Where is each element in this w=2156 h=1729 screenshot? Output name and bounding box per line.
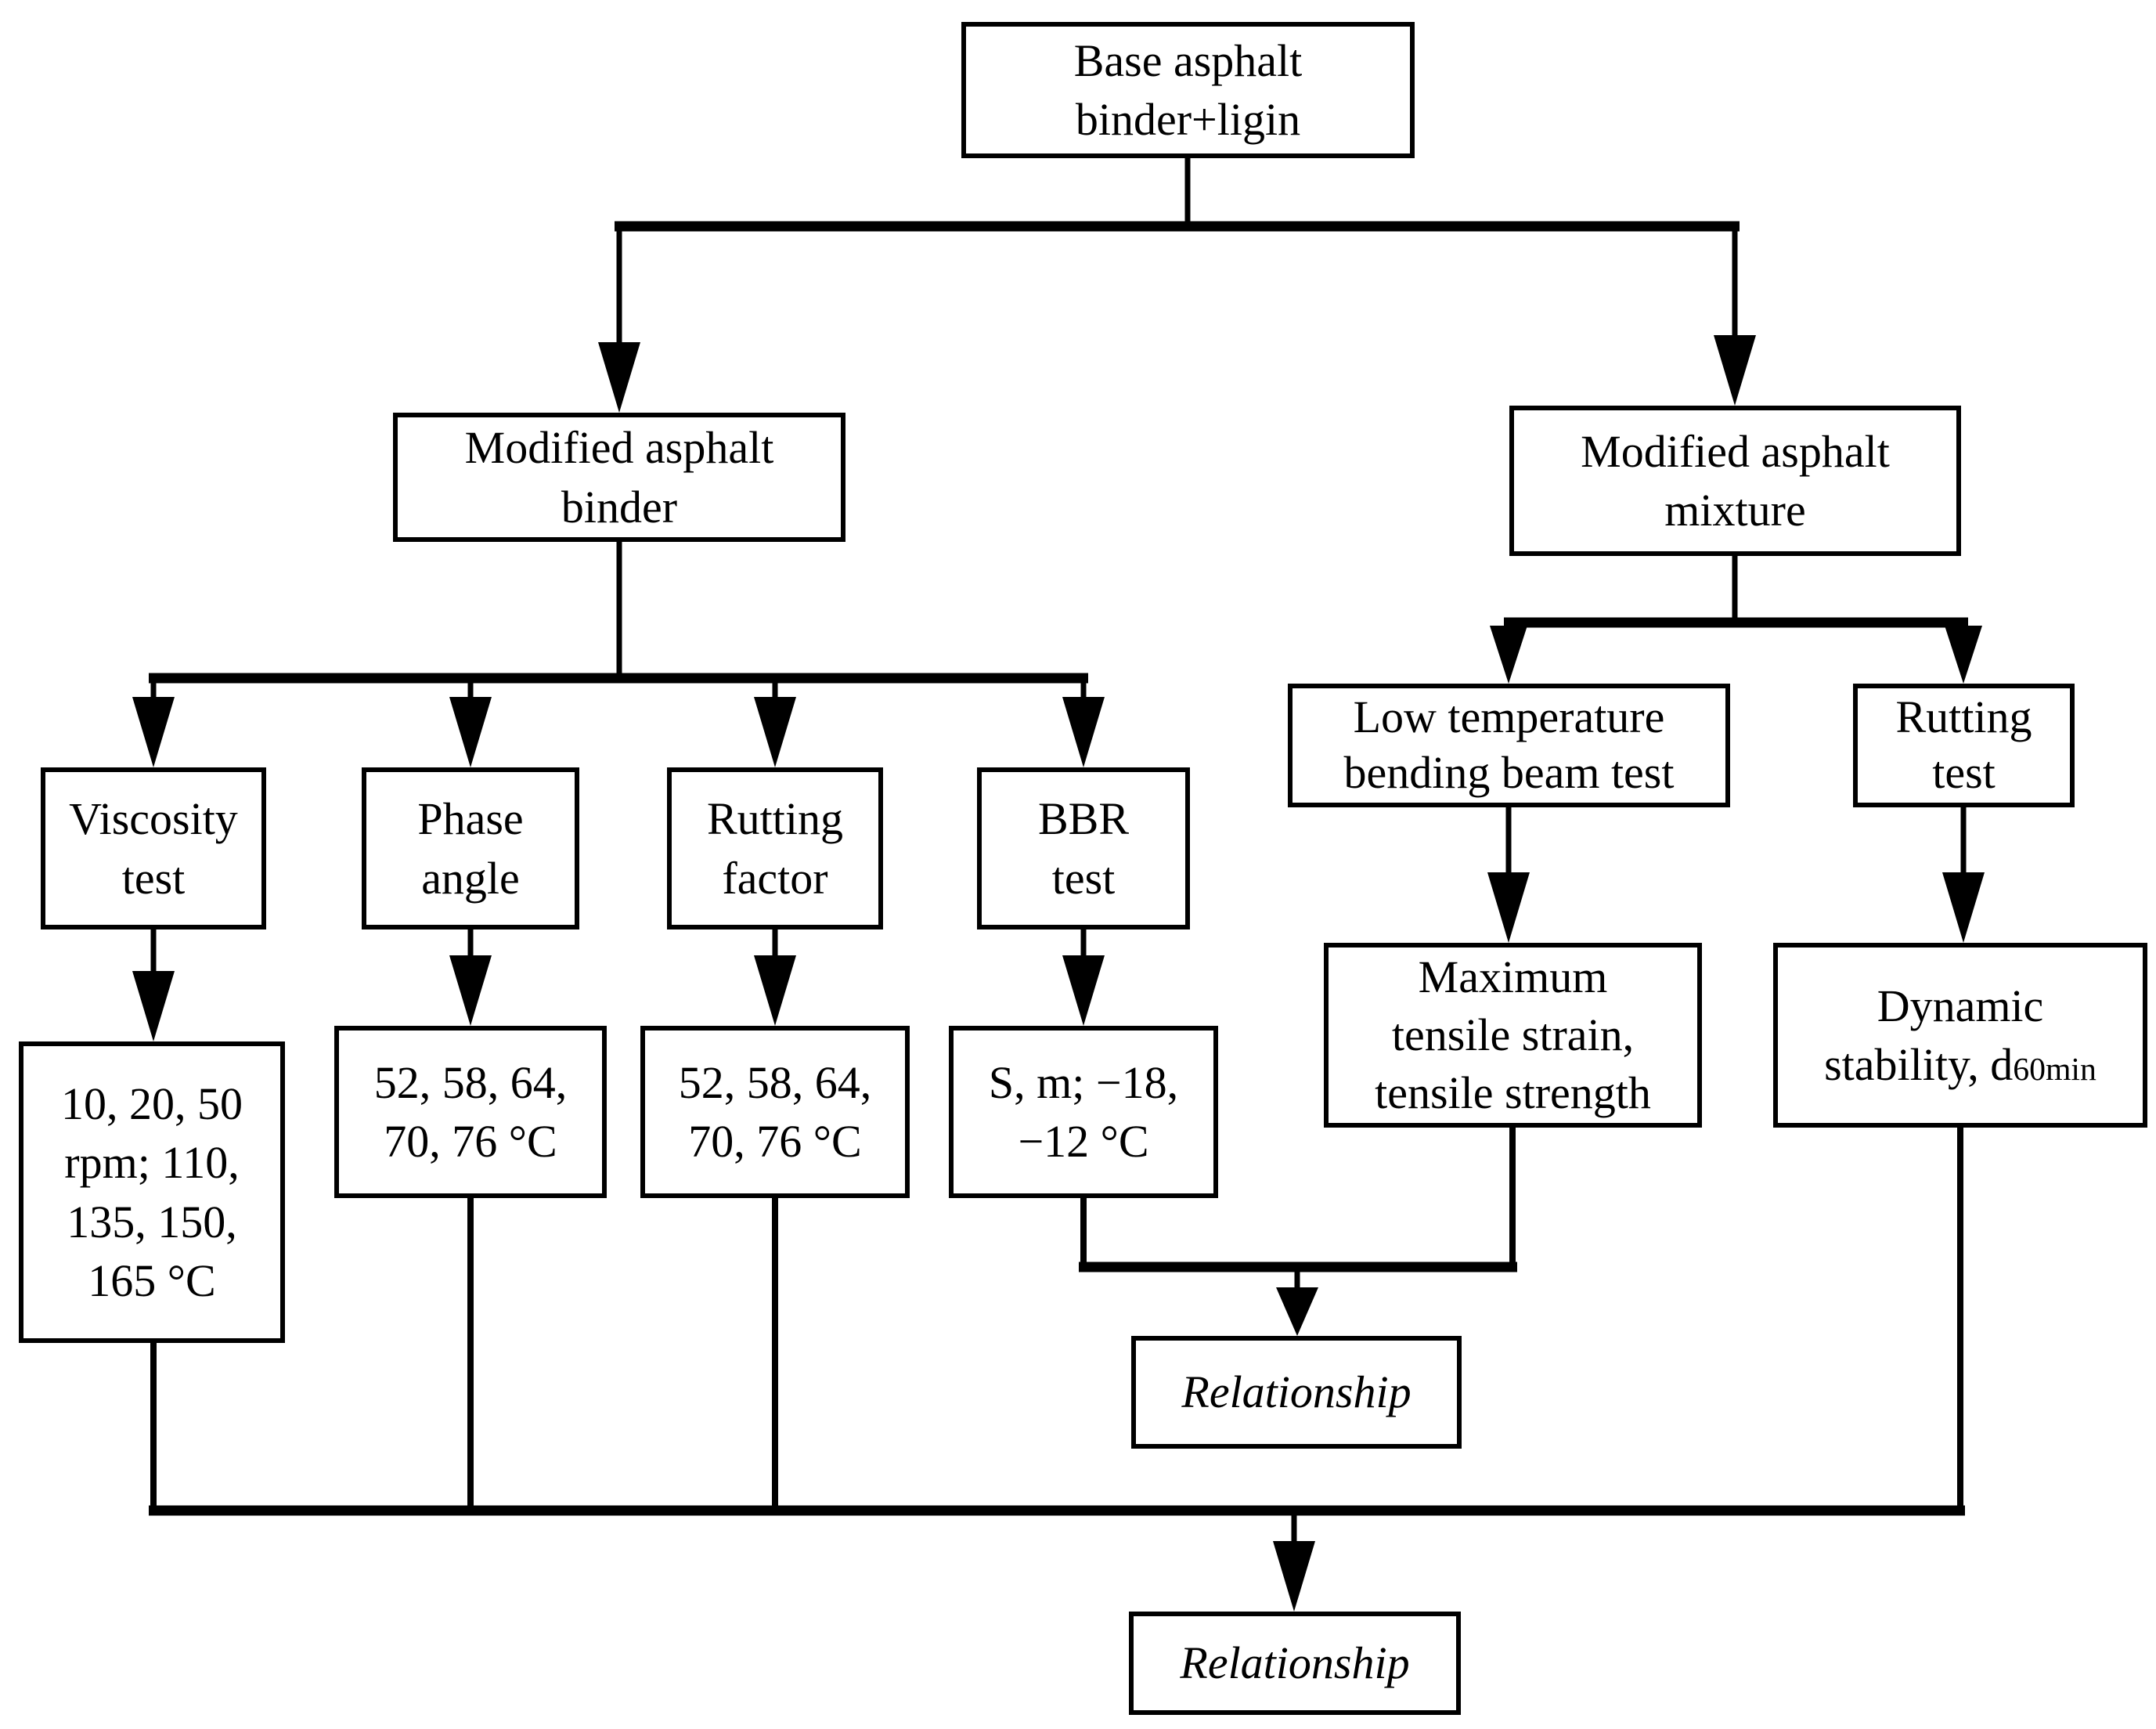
node-maximum-tensile-strain-strength: Maximum tensile strain, tensile strength [1324, 943, 1702, 1128]
node-label: S, m; −18, −12 °C [988, 1056, 1179, 1167]
node-label-subscript: 60min [2013, 1052, 2097, 1088]
arrow-to-modified-mixture [1714, 226, 1756, 406]
node-label: Low temperature bending beam test [1343, 691, 1675, 798]
connector-mixture-to-test-split [1504, 554, 1968, 628]
node-bbr-test-parameters: S, m; −18, −12 °C [949, 1026, 1218, 1198]
arrow-to-relationship-mid [1276, 1267, 1318, 1336]
node-label: 52, 58, 64, 70, 76 °C [678, 1056, 872, 1167]
connector-base-to-branch-split [615, 156, 1740, 232]
arrow-ltb-to-max-tensile [1487, 805, 1530, 943]
node-modified-asphalt-mixture: Modified asphalt mixture [1509, 406, 1961, 556]
node-label: Rutting factor [706, 793, 844, 904]
arrow-rutting-factor-to-params [754, 927, 796, 1026]
node-viscosity-test-parameters: 10, 20, 50 rpm; 110, 135, 150, 165 °C [19, 1041, 285, 1343]
arrow-to-bbr-test [1062, 678, 1105, 767]
node-phase-angle-parameters: 52, 58, 64, 70, 76 °C [334, 1026, 607, 1198]
node-label: Viscosity test [69, 793, 238, 904]
node-phase-angle: Phase angle [362, 767, 579, 929]
node-label-main: Dynamic stability, d [1824, 980, 2044, 1090]
arrow-to-rutting-factor [754, 678, 796, 767]
node-label: Modified asphalt binder [464, 422, 774, 532]
node-label: 10, 20, 50 rpm; 110, 135, 150, 165 °C [61, 1077, 243, 1306]
node-label: Dynamic stability, d60min [1824, 976, 2097, 1095]
arrow-to-rutting-test [1945, 623, 1982, 684]
arrow-to-phase-angle [449, 678, 492, 767]
node-label: 52, 58, 64, 70, 76 °C [373, 1056, 568, 1167]
node-label: BBR test [1037, 793, 1130, 904]
node-label: Rutting test [1895, 691, 2032, 798]
node-rutting-factor: Rutting factor [667, 767, 883, 929]
arrow-to-low-temp-bending [1490, 623, 1527, 684]
node-label: Base asphalt binder+ligin [1073, 34, 1303, 145]
node-label: Relationship [1180, 1637, 1410, 1689]
node-label: Modified asphalt mixture [1581, 425, 1890, 536]
node-low-temperature-bending-beam-test: Low temperature bending beam test [1288, 684, 1730, 807]
node-base-asphalt-binder: Base asphalt binder+ligin [961, 22, 1415, 158]
node-label: Maximum tensile strain, tensile strength [1375, 951, 1651, 1119]
node-relationship-mid: Relationship [1131, 1336, 1462, 1449]
node-label: Relationship [1181, 1366, 1411, 1418]
node-rutting-test: Rutting test [1853, 684, 2075, 807]
arrow-rutting-test-to-dynamic [1942, 805, 1985, 943]
node-viscosity-test: Viscosity test [41, 767, 266, 929]
arrow-to-viscosity-test [132, 678, 175, 767]
node-rutting-factor-parameters: 52, 58, 64, 70, 76 °C [640, 1026, 910, 1198]
connector-binder-to-test-split [149, 540, 1088, 684]
arrow-bbr-to-params [1062, 927, 1105, 1026]
arrow-phase-to-params [449, 927, 492, 1026]
connector-bottom-collector-line [149, 1125, 1965, 1516]
node-label: Phase angle [417, 793, 524, 904]
arrow-viscosity-to-params [132, 927, 175, 1041]
node-dynamic-stability: Dynamic stability, d60min [1773, 943, 2147, 1128]
arrow-to-modified-binder [598, 226, 640, 413]
node-relationship-bottom: Relationship [1129, 1612, 1461, 1715]
node-modified-asphalt-binder: Modified asphalt binder [393, 413, 845, 542]
node-bbr-test: BBR test [977, 767, 1190, 929]
arrow-to-relationship-bottom [1273, 1511, 1315, 1612]
